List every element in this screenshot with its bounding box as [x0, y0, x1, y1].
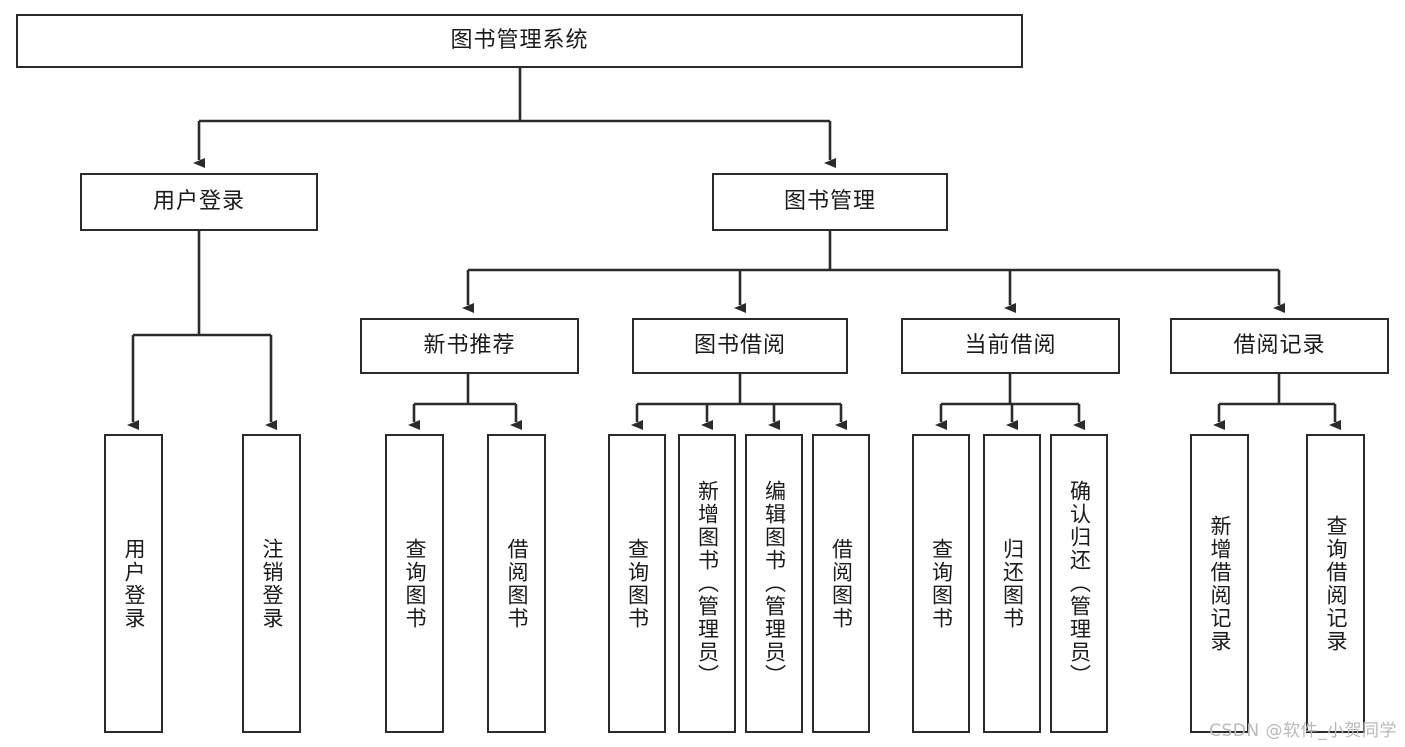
node-root-system[interactable]: 图书管理系统: [16, 14, 1023, 68]
node-leaf-add-book[interactable]: 新增图书（管理员）: [678, 434, 736, 733]
node-leaf-query-book-3-label: 查询图书: [929, 537, 954, 630]
node-leaf-confirm-return-label: 确认归还（管理员）: [1067, 480, 1092, 687]
node-leaf-query-book-2-label: 查询图书: [625, 537, 650, 630]
node-leaf-borrow-book-1[interactable]: 借阅图书: [487, 434, 546, 733]
node-leaf-edit-book-label: 编辑图书（管理员）: [762, 480, 787, 687]
node-leaf-query-borrow-record[interactable]: 查询借阅记录: [1306, 434, 1365, 733]
node-borrow-record[interactable]: 借阅记录: [1170, 318, 1389, 374]
node-user-login-label: 用户登录: [152, 189, 245, 214]
node-leaf-borrow-book-2[interactable]: 借阅图书: [812, 434, 870, 733]
node-leaf-logout-login[interactable]: 注销登录: [242, 434, 301, 733]
node-borrow-record-label: 借阅记录: [1233, 333, 1326, 358]
node-current-borrow-label: 当前借阅: [964, 333, 1057, 358]
node-leaf-logout-login-label: 注销登录: [259, 537, 284, 630]
node-new-book-recommend-label: 新书推荐: [423, 333, 516, 358]
node-leaf-query-book-3[interactable]: 查询图书: [912, 434, 970, 733]
node-leaf-query-book-2[interactable]: 查询图书: [608, 434, 666, 733]
node-leaf-add-borrow-record[interactable]: 新增借阅记录: [1190, 434, 1249, 733]
node-root-label: 图书管理系统: [450, 28, 589, 53]
node-leaf-return-book-label: 归还图书: [1000, 537, 1025, 630]
node-leaf-borrow-book-2-label: 借阅图书: [829, 537, 854, 630]
node-book-borrow-label: 图书借阅: [693, 333, 786, 358]
node-leaf-add-borrow-record-label: 新增借阅记录: [1207, 514, 1232, 653]
node-book-management[interactable]: 图书管理: [712, 173, 948, 231]
node-leaf-borrow-book-1-label: 借阅图书: [504, 537, 529, 630]
node-user-login[interactable]: 用户登录: [80, 173, 318, 231]
node-new-book-recommend[interactable]: 新书推荐: [360, 318, 579, 374]
node-leaf-add-book-label: 新增图书（管理员）: [695, 480, 720, 687]
node-leaf-query-book-1[interactable]: 查询图书: [385, 434, 444, 733]
node-leaf-query-book-1-label: 查询图书: [402, 537, 427, 630]
node-leaf-return-book[interactable]: 归还图书: [983, 434, 1041, 733]
node-book-borrow[interactable]: 图书借阅: [632, 318, 848, 374]
node-leaf-user-login[interactable]: 用户登录: [104, 434, 163, 733]
node-leaf-edit-book[interactable]: 编辑图书（管理员）: [745, 434, 803, 733]
node-leaf-user-login-label: 用户登录: [121, 537, 146, 630]
node-current-borrow[interactable]: 当前借阅: [901, 318, 1120, 374]
node-leaf-confirm-return[interactable]: 确认归还（管理员）: [1050, 434, 1108, 733]
node-leaf-query-borrow-record-label: 查询借阅记录: [1323, 514, 1348, 653]
node-book-management-label: 图书管理: [783, 189, 876, 214]
